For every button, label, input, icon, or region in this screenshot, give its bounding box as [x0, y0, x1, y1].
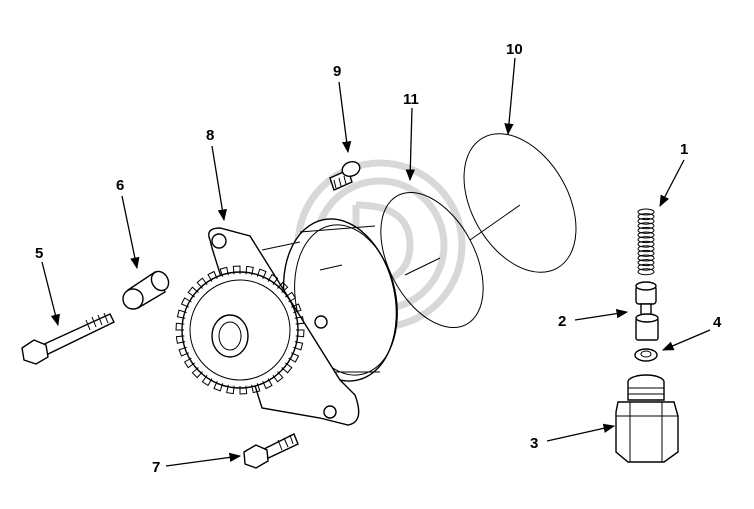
spring-coil [637, 240, 655, 248]
part-5-bolt [21, 312, 115, 365]
spring-coil [637, 263, 655, 271]
callout-11: 11 [403, 91, 419, 108]
gear-tooth [239, 385, 248, 395]
spring-coil [637, 222, 655, 230]
gear-tooth [219, 266, 229, 277]
part-9-screw [329, 161, 361, 191]
part-3-plug [615, 374, 679, 463]
gear-tooth [207, 270, 218, 282]
leader-6 [121, 195, 140, 270]
callout-1: 1 [680, 141, 688, 158]
gear-tooth [176, 309, 187, 319]
gear-tooth [295, 329, 305, 338]
leader-5 [41, 261, 60, 327]
gear-tooth [178, 346, 190, 357]
callout-labels: 1 2 3 4 5 6 7 8 9 10 11 [35, 41, 722, 476]
gear-tooth [277, 281, 289, 293]
spring-coil [637, 259, 655, 267]
gear-tooth [288, 352, 300, 363]
leader-8 [211, 145, 227, 222]
leader-1 [659, 159, 685, 208]
callout-8: 8 [206, 127, 214, 144]
callout-2: 2 [558, 313, 566, 330]
gear-tooth [293, 341, 304, 351]
part-4-washer [634, 348, 658, 362]
leader-11 [405, 107, 415, 182]
callout-7: 7 [152, 459, 160, 476]
leader-7 [165, 452, 242, 467]
part-10-gasket [463, 133, 577, 273]
gear-tooth [281, 362, 293, 374]
callout-4: 4 [713, 314, 722, 331]
gear-tooth [196, 277, 208, 289]
part-7-bolt [243, 433, 299, 469]
spring-coil [637, 217, 655, 225]
part-8-pump-assembly [175, 218, 398, 426]
leader-10 [504, 57, 516, 136]
spring-coil [637, 254, 655, 262]
leader-lines [41, 57, 711, 467]
callout-5: 5 [35, 245, 43, 262]
gear-tooth [226, 384, 235, 395]
gear-tooth [175, 322, 185, 331]
leader-4 [661, 329, 711, 351]
leader-9 [338, 81, 352, 154]
part-1-spring [637, 208, 655, 276]
part-11-seal-ring [380, 191, 484, 329]
callout-6: 6 [116, 177, 124, 194]
gear-tooth [262, 378, 273, 390]
part-6-spacer [122, 270, 170, 310]
gear-tooth [267, 273, 279, 285]
spring-coil [637, 236, 655, 244]
spring-coil [637, 231, 655, 239]
spring-coil [637, 268, 655, 276]
leader-3 [546, 423, 616, 442]
spring-coil [637, 208, 655, 216]
part-2-plunger [635, 281, 659, 341]
callout-10: 10 [506, 41, 523, 58]
gear-tooth [201, 375, 213, 387]
callout-9: 9 [333, 63, 341, 80]
gear-tooth [187, 286, 199, 298]
gear-tooth [183, 357, 195, 369]
callout-3: 3 [530, 435, 538, 452]
spring-coil [637, 249, 655, 257]
spring-coil [637, 213, 655, 221]
spring-coil [637, 245, 655, 253]
gear-tooth [272, 371, 284, 383]
gear-teeth [175, 265, 305, 395]
gear-tooth [175, 335, 186, 344]
gear-tooth [180, 297, 192, 308]
gear-tooth [232, 265, 241, 275]
gear-tooth [191, 367, 203, 379]
gear-tooth [290, 303, 302, 314]
spring-coil [637, 226, 655, 234]
leader-2 [574, 308, 629, 321]
gear-tooth [213, 380, 224, 392]
gear-tooth [256, 268, 267, 280]
gear-tooth [294, 316, 305, 325]
gear-tooth [285, 291, 297, 303]
gear-tooth [251, 383, 261, 394]
gear-tooth [245, 265, 254, 276]
